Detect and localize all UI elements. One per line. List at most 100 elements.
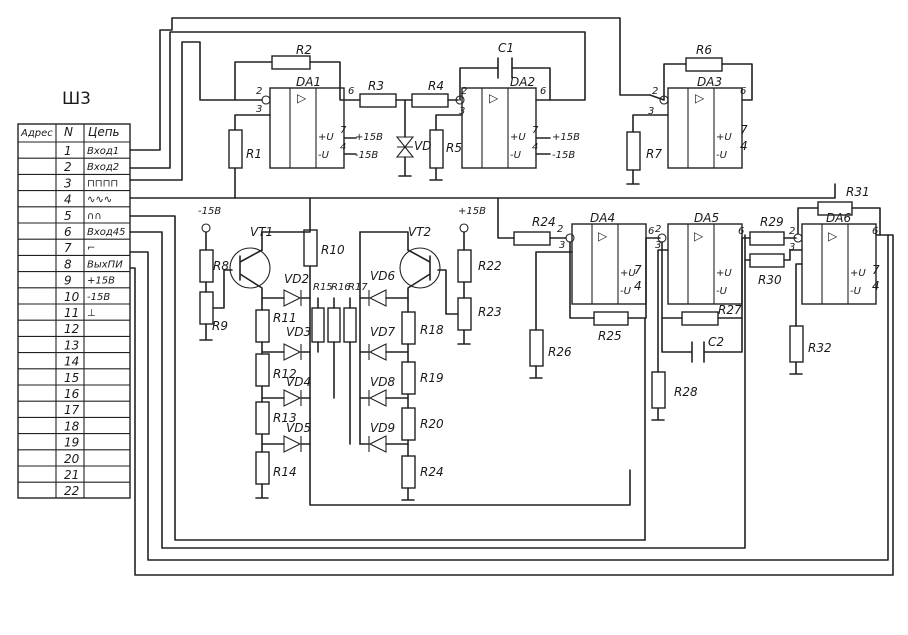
- svg-text:2: 2: [655, 224, 661, 235]
- stage-da1: DA1 ▷ +U -U 2 3 6 7 4 +15В -15В R2 R1 R3…: [228, 43, 449, 199]
- svg-text:R27: R27: [718, 303, 742, 317]
- stage-da5: DA5 ▷ +U -U 2 3 6 R28 R27 C2: [644, 211, 751, 541]
- svg-text:7: 7: [340, 125, 347, 136]
- resistor-r8: [199, 249, 214, 283]
- connector-row-number: 3: [64, 176, 72, 190]
- svg-text:R23: R23: [478, 305, 502, 319]
- svg-text:R22: R22: [478, 259, 502, 273]
- svg-text:-U: -U: [716, 150, 728, 161]
- svg-text:R19: R19: [420, 371, 444, 385]
- opamp-da3-ref: DA3: [697, 75, 722, 89]
- svg-text:R31: R31: [846, 185, 870, 199]
- connector-bus-wires: [129, 17, 894, 576]
- connector-row-number: 21: [64, 468, 79, 482]
- connector-row-number: 5: [64, 209, 72, 223]
- svg-text:-15В: -15В: [355, 150, 378, 161]
- svg-text:3: 3: [559, 240, 565, 251]
- svg-text:+U: +U: [850, 268, 866, 279]
- svg-text:R18: R18: [420, 323, 444, 337]
- resistor-r15: [311, 307, 325, 343]
- svg-text:▷: ▷: [694, 229, 704, 243]
- svg-text:3: 3: [256, 104, 262, 115]
- svg-text:2: 2: [789, 226, 795, 237]
- resistor-r27: [681, 311, 719, 326]
- opamp-da5: [667, 223, 743, 305]
- connector-row-number: 15: [64, 371, 79, 385]
- resistor-r31: [817, 201, 853, 216]
- connector-row-signal: Вход1: [87, 146, 119, 157]
- transistor-vt2: [399, 247, 441, 289]
- svg-text:R20: R20: [420, 417, 444, 431]
- resistor-r10: [303, 229, 318, 267]
- svg-text:7: 7: [872, 263, 880, 277]
- svg-text:R29: R29: [760, 215, 784, 229]
- supply-pos-label: +15В: [458, 206, 486, 217]
- connector-title: Ш3: [62, 89, 91, 109]
- transistor-vt1: [229, 247, 271, 289]
- opamp-da3: [667, 87, 743, 169]
- svg-text:+U: +U: [716, 132, 732, 143]
- svg-text:R14: R14: [273, 465, 297, 479]
- connector-row-number: 13: [64, 338, 79, 352]
- svg-text:R11: R11: [273, 311, 297, 325]
- resistor-r24b: [401, 455, 416, 489]
- stage-da3: DA3 ▷ +U -U 2 3 6 7 4 R6 R7: [626, 43, 753, 185]
- svg-text:R7: R7: [646, 147, 662, 161]
- connector-row-signal: -15В: [87, 292, 110, 303]
- connector-row-signal: ⊥: [87, 308, 96, 319]
- connector-row-number: 17: [64, 403, 80, 417]
- connector-row-signal: ⌐: [87, 243, 95, 254]
- svg-text:-15В: -15В: [552, 150, 575, 161]
- resistor-r20: [401, 407, 416, 441]
- svg-text:▷: ▷: [598, 229, 608, 243]
- resistor-r11: [255, 309, 270, 343]
- svg-text:R16: R16: [331, 282, 351, 293]
- connector-table-frame: [17, 123, 131, 499]
- svg-text:R6: R6: [696, 43, 712, 57]
- svg-text:R24: R24: [532, 215, 556, 229]
- resistor-r16: [327, 307, 341, 343]
- svg-text:+U: +U: [620, 268, 636, 279]
- resistor-r23: [457, 297, 472, 331]
- svg-text:R26: R26: [548, 345, 572, 359]
- svg-text:R28: R28: [674, 385, 698, 399]
- stage-da4: R24 DA4 ▷ +U -U 2 3 6 7 4 R26 R25: [497, 197, 661, 379]
- svg-text:R30: R30: [758, 273, 782, 287]
- svg-text:6: 6: [348, 86, 354, 97]
- resistor-r4: [411, 93, 449, 108]
- svg-text:+15В: +15В: [552, 132, 580, 143]
- svg-text:6: 6: [740, 86, 746, 97]
- resistor-r22: [457, 249, 472, 283]
- connector-row-number: 4: [64, 193, 72, 207]
- diode-vd4: VD4: [286, 375, 311, 389]
- svg-text:R15: R15: [313, 282, 333, 293]
- svg-text:+U: +U: [716, 268, 732, 279]
- svg-text:+U: +U: [318, 132, 334, 143]
- svg-text:R3: R3: [368, 79, 384, 93]
- stage-da6: R29 R30 DA6 ▷ +U -U 2 3 6 7 4 R31 R32: [744, 185, 881, 375]
- svg-text:4: 4: [340, 142, 346, 153]
- header-address: Адрес: [20, 128, 53, 139]
- diode-vd3: VD3: [286, 325, 311, 339]
- supply-neg-label: -15В: [198, 206, 221, 217]
- svg-text:6: 6: [738, 226, 744, 237]
- resistor-r19: [401, 361, 416, 395]
- opamp-da1-ref: DA1: [296, 75, 321, 89]
- svg-text:R32: R32: [808, 341, 832, 355]
- connector-row-number: 7: [64, 241, 72, 255]
- svg-text:▷: ▷: [489, 91, 499, 105]
- opamp-da6-ref: DA6: [826, 211, 851, 225]
- header-number: N: [64, 125, 73, 139]
- stage-da2: DA2 ▷ +U -U 2 3 6 7 4 +15В -15В C1 R5: [429, 41, 580, 181]
- connector-row-signal: ВыхПИ: [87, 259, 123, 270]
- svg-text:4: 4: [634, 279, 642, 293]
- connector-row-number: 11: [64, 306, 79, 320]
- svg-text:2: 2: [256, 86, 262, 97]
- connector-row-signal: ⊓⊓⊓⊓: [87, 178, 118, 189]
- resistor-r1: [228, 129, 243, 169]
- connector-row-number: 20: [64, 452, 80, 466]
- resistor-r2: [271, 55, 311, 70]
- diode-vd8: VD8: [370, 375, 395, 389]
